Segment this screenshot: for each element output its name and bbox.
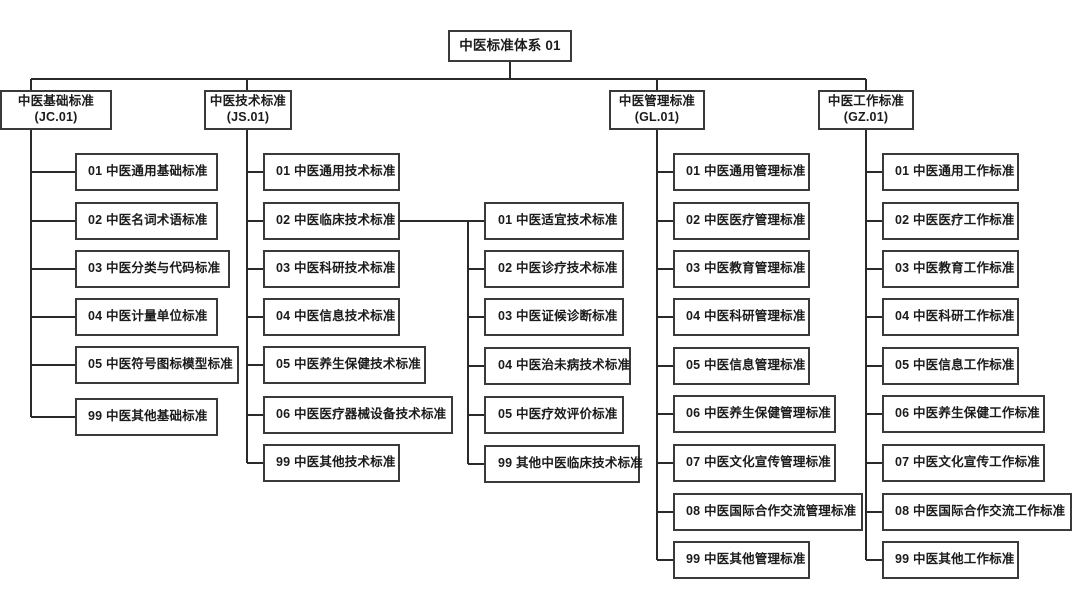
branch-node-gz-name: 中医工作标准 xyxy=(827,94,905,109)
leaf-jc-03[interactable]: 03 中医分类与代码标准 xyxy=(75,250,230,288)
subleaf-js02-03[interactable]: 03 中医证候诊断标准 xyxy=(484,298,624,336)
leaf-gz-07[interactable]: 07 中医文化宣传工作标准 xyxy=(882,444,1045,482)
subleaf-js02-02-label: 02 中医诊疗技术标准 xyxy=(498,261,618,276)
leaf-gz-99[interactable]: 99 中医其他工作标准 xyxy=(882,541,1019,579)
leaf-gz-04-label: 04 中医科研工作标准 xyxy=(895,309,1015,324)
leaf-gl-06[interactable]: 06 中医养生保健管理标准 xyxy=(673,395,836,433)
leaf-gl-04[interactable]: 04 中医科研管理标准 xyxy=(673,298,810,336)
leaf-gl-08[interactable]: 08 中医国际合作交流管理标准 xyxy=(673,493,863,531)
leaf-gz-02-label: 02 中医医疗工作标准 xyxy=(895,213,1015,228)
leaf-js-99-label: 99 中医其他技术标准 xyxy=(276,455,396,470)
branch-node-gl-name: 中医管理标准 xyxy=(618,94,696,109)
root-node[interactable]: 中医标准体系 01 xyxy=(448,30,572,62)
leaf-js-06[interactable]: 06 中医医疗器械设备技术标准 xyxy=(263,396,453,434)
subleaf-js02-01[interactable]: 01 中医适宜技术标准 xyxy=(484,202,624,240)
leaf-gl-07-label: 07 中医文化宣传管理标准 xyxy=(686,455,831,470)
branch-node-gz[interactable]: 中医工作标准 (GZ.01) xyxy=(818,90,914,130)
leaf-js-03[interactable]: 03 中医科研技术标准 xyxy=(263,250,400,288)
leaf-gl-99[interactable]: 99 中医其他管理标准 xyxy=(673,541,810,579)
leaf-jc-99[interactable]: 99 中医其他基础标准 xyxy=(75,398,218,436)
branch-node-js-code: (JS.01) xyxy=(226,110,270,124)
leaf-js-02[interactable]: 02 中医临床技术标准 xyxy=(263,202,400,240)
leaf-gz-03-label: 03 中医教育工作标准 xyxy=(895,261,1015,276)
subleaf-js02-99[interactable]: 99 其他中医临床技术标准 xyxy=(484,445,643,483)
leaf-gz-01[interactable]: 01 中医通用工作标准 xyxy=(882,153,1019,191)
leaf-gl-02-label: 02 中医医疗管理标准 xyxy=(686,213,806,228)
leaf-gl-03[interactable]: 03 中医教育管理标准 xyxy=(673,250,810,288)
leaf-js-02-label: 02 中医临床技术标准 xyxy=(276,213,396,228)
branch-node-jc-name: 中医基础标准 xyxy=(17,94,95,109)
subleaf-js02-05-label: 05 中医疗效评价标准 xyxy=(498,407,618,422)
leaf-gl-04-label: 04 中医科研管理标准 xyxy=(686,309,806,324)
leaf-gl-99-label: 99 中医其他管理标准 xyxy=(686,552,806,567)
leaf-js-04-label: 04 中医信息技术标准 xyxy=(276,309,396,324)
leaf-gl-07[interactable]: 07 中医文化宣传管理标准 xyxy=(673,444,836,482)
subleaf-js02-03-label: 03 中医证候诊断标准 xyxy=(498,309,618,324)
leaf-gl-01[interactable]: 01 中医通用管理标准 xyxy=(673,153,810,191)
subleaf-js02-02[interactable]: 02 中医诊疗技术标准 xyxy=(484,250,624,288)
leaf-gl-02[interactable]: 02 中医医疗管理标准 xyxy=(673,202,810,240)
leaf-jc-01-label: 01 中医通用基础标准 xyxy=(88,164,208,179)
subleaf-js02-04-label: 04 中医治未病技术标准 xyxy=(498,358,631,373)
leaf-js-01-label: 01 中医通用技术标准 xyxy=(276,164,396,179)
leaf-jc-99-label: 99 中医其他基础标准 xyxy=(88,409,208,424)
leaf-js-05-label: 05 中医养生保健技术标准 xyxy=(276,357,421,372)
branch-node-js-name: 中医技术标准 xyxy=(209,94,287,109)
leaf-js-99[interactable]: 99 中医其他技术标准 xyxy=(263,444,400,482)
leaf-gl-06-label: 06 中医养生保健管理标准 xyxy=(686,406,831,421)
leaf-gz-04[interactable]: 04 中医科研工作标准 xyxy=(882,298,1019,336)
leaf-jc-01[interactable]: 01 中医通用基础标准 xyxy=(75,153,218,191)
leaf-gz-99-label: 99 中医其他工作标准 xyxy=(895,552,1015,567)
leaf-js-04[interactable]: 04 中医信息技术标准 xyxy=(263,298,400,336)
leaf-gz-01-label: 01 中医通用工作标准 xyxy=(895,164,1015,179)
branch-node-gz-code: (GZ.01) xyxy=(843,110,889,124)
leaf-gz-08[interactable]: 08 中医国际合作交流工作标准 xyxy=(882,493,1072,531)
subleaf-js02-01-label: 01 中医适宜技术标准 xyxy=(498,213,618,228)
branch-node-jc[interactable]: 中医基础标准 (JC.01) xyxy=(0,90,112,130)
leaf-gl-08-label: 08 中医国际合作交流管理标准 xyxy=(686,504,857,519)
subleaf-js02-99-label: 99 其他中医临床技术标准 xyxy=(498,456,643,471)
branch-node-jc-code: (JC.01) xyxy=(34,110,78,124)
root-node-label: 中医标准体系 01 xyxy=(459,37,561,53)
branch-node-js[interactable]: 中医技术标准 (JS.01) xyxy=(204,90,292,130)
leaf-jc-03-label: 03 中医分类与代码标准 xyxy=(88,261,221,276)
leaf-gl-05[interactable]: 05 中医信息管理标准 xyxy=(673,347,810,385)
leaf-js-05[interactable]: 05 中医养生保健技术标准 xyxy=(263,346,426,384)
leaf-gl-01-label: 01 中医通用管理标准 xyxy=(686,164,806,179)
leaf-gz-05[interactable]: 05 中医信息工作标准 xyxy=(882,347,1019,385)
leaf-gz-06-label: 06 中医养生保健工作标准 xyxy=(895,406,1040,421)
leaf-js-06-label: 06 中医医疗器械设备技术标准 xyxy=(276,407,447,422)
leaf-jc-04-label: 04 中医计量单位标准 xyxy=(88,309,208,324)
leaf-gz-06[interactable]: 06 中医养生保健工作标准 xyxy=(882,395,1045,433)
leaf-jc-02-label: 02 中医名词术语标准 xyxy=(88,213,208,228)
leaf-gz-08-label: 08 中医国际合作交流工作标准 xyxy=(895,504,1066,519)
leaf-jc-05[interactable]: 05 中医符号图标模型标准 xyxy=(75,346,239,384)
leaf-gl-03-label: 03 中医教育管理标准 xyxy=(686,261,806,276)
leaf-gz-07-label: 07 中医文化宣传工作标准 xyxy=(895,455,1040,470)
branch-node-gl[interactable]: 中医管理标准 (GL.01) xyxy=(609,90,705,130)
leaf-gl-05-label: 05 中医信息管理标准 xyxy=(686,358,806,373)
leaf-jc-02[interactable]: 02 中医名词术语标准 xyxy=(75,202,218,240)
leaf-jc-04[interactable]: 04 中医计量单位标准 xyxy=(75,298,218,336)
leaf-js-01[interactable]: 01 中医通用技术标准 xyxy=(263,153,400,191)
leaf-gz-02[interactable]: 02 中医医疗工作标准 xyxy=(882,202,1019,240)
leaf-gz-05-label: 05 中医信息工作标准 xyxy=(895,358,1015,373)
subleaf-js02-05[interactable]: 05 中医疗效评价标准 xyxy=(484,396,624,434)
subleaf-js02-04[interactable]: 04 中医治未病技术标准 xyxy=(484,347,631,385)
leaf-js-03-label: 03 中医科研技术标准 xyxy=(276,261,396,276)
leaf-jc-05-label: 05 中医符号图标模型标准 xyxy=(88,357,233,372)
branch-node-gl-code: (GL.01) xyxy=(634,110,680,124)
leaf-gz-03[interactable]: 03 中医教育工作标准 xyxy=(882,250,1019,288)
